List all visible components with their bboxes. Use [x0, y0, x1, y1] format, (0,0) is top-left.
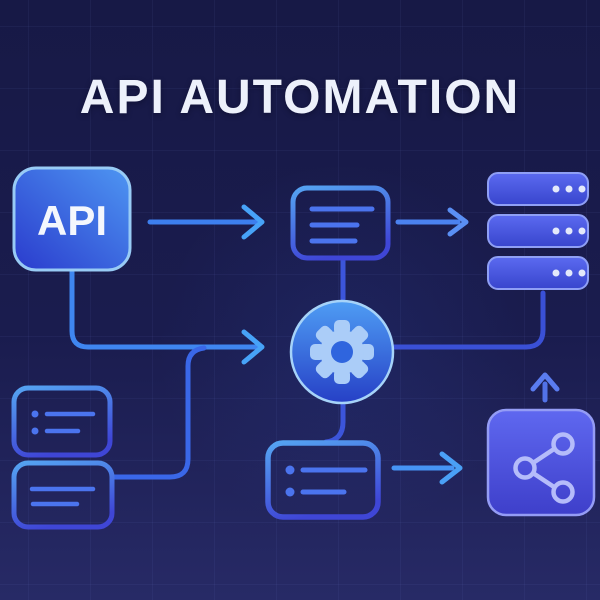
list-card-lines-node — [11, 460, 115, 530]
server-dots-icon — [552, 185, 586, 193]
gear-icon — [310, 320, 374, 384]
gear-node — [289, 299, 395, 405]
bulleted-list-icon — [31, 410, 96, 435]
api-label: API — [37, 197, 107, 244]
document-card-outline — [290, 185, 391, 261]
connector-gear-to-process — [323, 401, 346, 445]
list-card-outline — [11, 385, 113, 458]
bulleted-list-icon — [285, 465, 368, 497]
server-bar — [487, 214, 589, 248]
connector-api-to-gear — [69, 269, 259, 350]
arrowhead-right-icon — [241, 329, 265, 365]
server-bar — [487, 256, 589, 290]
list-card-outline — [11, 460, 115, 530]
page-title: API AUTOMATION — [79, 71, 521, 124]
arrowhead-right-icon — [241, 204, 265, 240]
arrowhead-right-icon — [439, 451, 463, 485]
server-dots-icon — [552, 269, 586, 277]
api-box — [12, 166, 132, 272]
document-lines-icon — [309, 206, 375, 244]
share-box — [486, 408, 596, 517]
document-card-node — [290, 185, 391, 261]
server-dots-icon — [552, 227, 586, 235]
text-lines-icon — [29, 486, 96, 507]
share-box-node — [486, 408, 596, 517]
process-card-outline — [265, 440, 381, 520]
arrowhead-up-icon — [530, 372, 560, 392]
server-bar — [487, 172, 589, 206]
api-node: API — [12, 166, 132, 272]
connector-listcards-to-gear — [109, 345, 207, 480]
connector-gear-to-servers — [391, 290, 546, 350]
server-stack-node — [487, 172, 589, 290]
process-card-node — [265, 440, 381, 520]
list-card-bulleted-node — [11, 385, 113, 458]
share-icon — [513, 432, 575, 504]
arrowhead-right-icon — [447, 207, 469, 237]
